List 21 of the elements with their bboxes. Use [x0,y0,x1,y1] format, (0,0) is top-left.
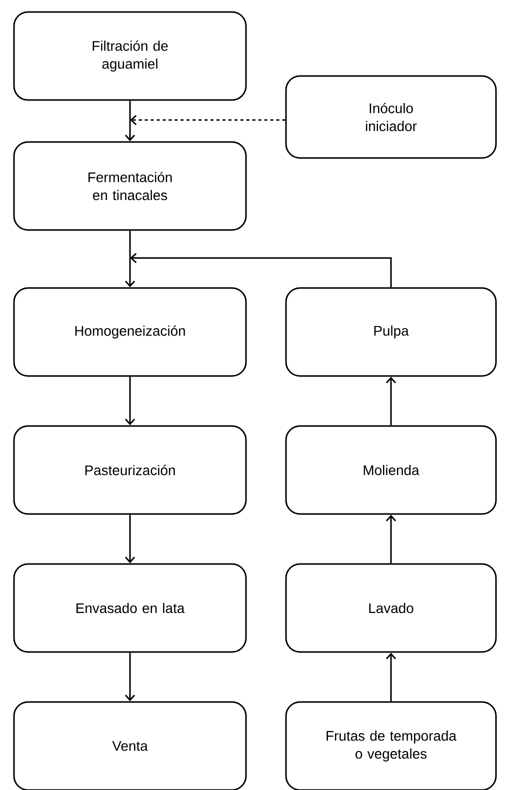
process-box: Venta [13,701,247,790]
arrow [386,376,396,426]
process-box: Homogeneización [13,287,247,377]
process-box: Molienda [285,425,497,515]
process-box: Pulpa [285,287,497,377]
arrow [124,652,136,702]
arrow [124,514,136,564]
process-box: Envasado en lata [13,563,247,653]
arrow [124,100,136,142]
arrow [130,252,392,288]
process-box: Frutas de temporada o vegetales [285,701,497,790]
process-box: Fermentación en tinacales [13,141,247,231]
process-box: Lavado [285,563,497,653]
arrow [386,652,396,702]
arrow [124,230,136,288]
process-box: Filtración de aguamiel [13,11,247,101]
arrow [386,514,396,564]
process-box: Pasteurización [13,425,247,515]
process-box: Inóculo iniciador [285,75,497,159]
arrow [130,114,286,126]
arrow [124,376,136,426]
